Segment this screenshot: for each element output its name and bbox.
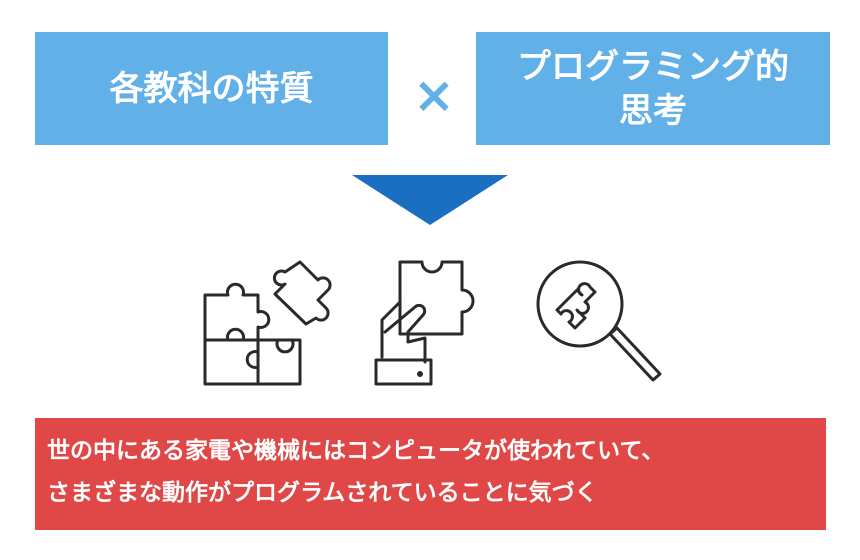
subject-characteristics-label: 各教科の特質 [109, 68, 314, 109]
magnifier-puzzle-icon [536, 260, 662, 382]
puzzle-pieces-icon [203, 260, 332, 386]
down-arrow-icon [352, 175, 508, 225]
hand-holding-puzzle-icon [374, 260, 475, 386]
subject-characteristics-box: 各教科の特質 [35, 32, 388, 145]
realization-line2: さまざまな動作がプログラムされていることに気づく [47, 480, 598, 506]
multiply-icon: × [413, 66, 455, 124]
realization-line1: 世の中にある家電や機械にはコンピュータが使われていて、 [47, 438, 665, 464]
programming-thinking-line1: プログラミング的 [517, 46, 789, 87]
programming-thinking-line2: 思考 [619, 90, 687, 131]
programming-thinking-box: プログラミング的思考 [476, 32, 830, 145]
realization-box: 世の中にある家電や機械にはコンピュータが使われていて、 さまざまな動作がプログラ… [35, 418, 826, 530]
